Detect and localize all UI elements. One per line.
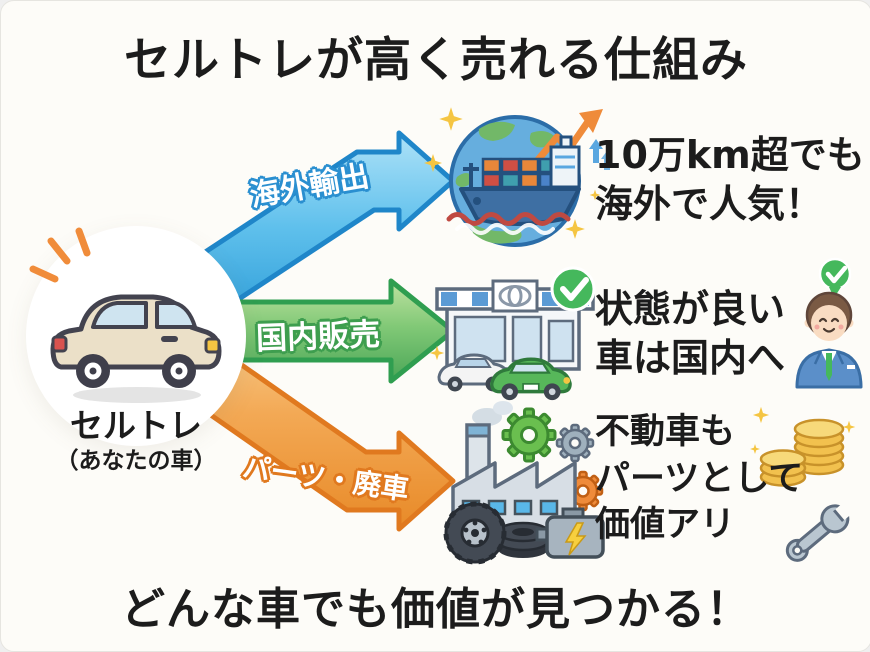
cargo-ship-globe-icon — [424, 107, 611, 247]
page-title: セルトレが高く売れる仕組み — [124, 33, 748, 88]
gear-gray-icon — [555, 423, 595, 463]
wave-line — [446, 212, 571, 226]
dealership-icon — [429, 266, 596, 401]
source-sublabel: （あなたの車） — [55, 448, 217, 474]
salesman-icon — [795, 257, 863, 389]
green-car — [490, 357, 572, 401]
engine-icon — [535, 507, 605, 559]
sparkle-icon — [424, 107, 601, 239]
up-arrows-icon — [589, 139, 611, 170]
check-bubble-icon — [818, 257, 852, 298]
arrow-label-domestic: 国内販売 — [255, 316, 381, 358]
parts-description: 不動車も パーツとして 価値アリ — [595, 409, 803, 549]
parts-line-1: 不動車も — [595, 412, 736, 452]
car-icon — [50, 294, 222, 403]
domestic-line-1: 状態が良い — [595, 287, 786, 331]
parts-line-3: 価値アリ — [595, 505, 736, 546]
overseas-description: 10万km超でも 海外で人気！ — [595, 131, 865, 228]
gear-green-icon — [501, 407, 557, 463]
tire-stack-icon — [443, 501, 550, 565]
sparkle-icon — [750, 406, 856, 454]
factory-parts-icon — [443, 401, 605, 565]
domestic-description: 状態が良い 車は国内へ — [595, 285, 785, 382]
overseas-line-1: 10万km超でも — [595, 133, 865, 177]
containers — [481, 157, 559, 189]
emphasis-sparkle-lines-icon — [29, 227, 91, 283]
source-label: セルトレ — [70, 406, 202, 445]
parts-line-2: パーツとして — [595, 458, 804, 499]
dealer-logo — [498, 285, 532, 307]
overseas-line-2: 海外で人気！ — [595, 181, 824, 226]
wrench-icon — [785, 501, 854, 562]
ship-bridge — [549, 135, 581, 189]
footer-tagline: どんな車でも価値が見つかる！ — [121, 584, 751, 635]
domestic-line-2: 車は国内へ — [595, 335, 786, 380]
check-icon — [550, 266, 596, 312]
coins-icon — [750, 406, 856, 487]
